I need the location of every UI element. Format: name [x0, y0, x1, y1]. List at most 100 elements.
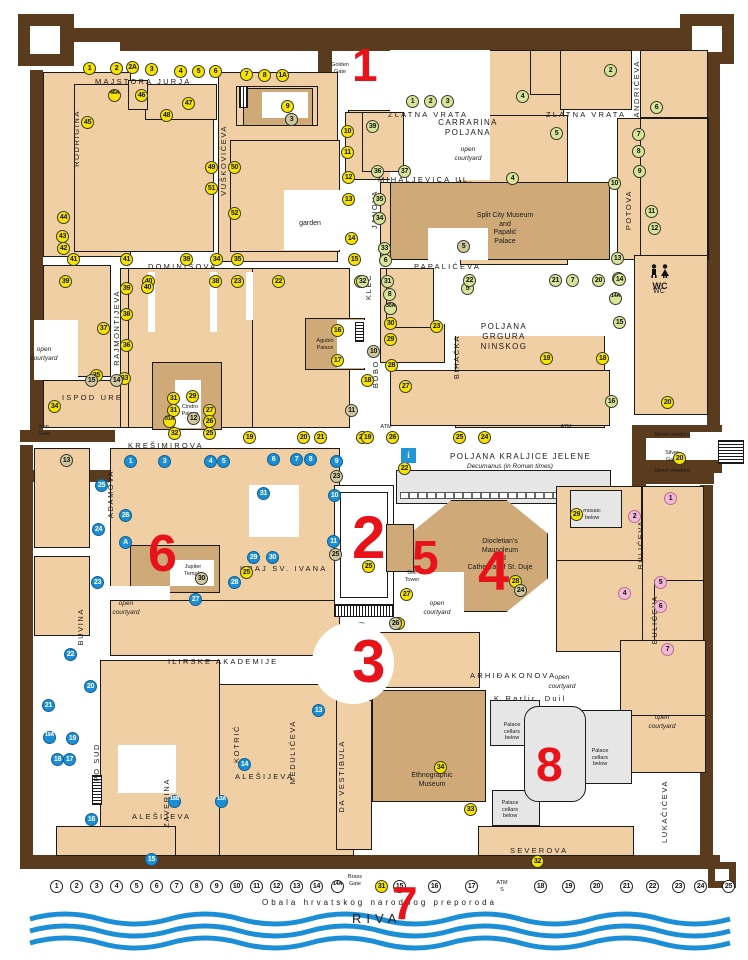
- poi-marker-blue[interactable]: 4: [204, 455, 217, 468]
- poi-marker-yellow[interactable]: 23: [430, 320, 443, 333]
- poi-marker-yellow[interactable]: 38: [120, 308, 133, 321]
- poi-marker-blue[interactable]: 10: [328, 489, 341, 502]
- poi-marker-yellow[interactable]: 44: [57, 211, 70, 224]
- poi-marker-green[interactable]: 13: [611, 252, 624, 265]
- poi-marker-yellow[interactable]: 22: [398, 462, 411, 475]
- poi-marker-green[interactable]: 32: [356, 275, 369, 288]
- poi-marker-blue[interactable]: 14: [238, 758, 251, 771]
- riva-marker[interactable]: 19: [562, 880, 575, 893]
- poi-marker-khaki[interactable]: 15: [85, 374, 98, 387]
- poi-marker-khaki[interactable]: 11: [345, 404, 358, 417]
- poi-marker-blue[interactable]: 19: [66, 732, 79, 745]
- poi-marker-khaki[interactable]: 12: [187, 412, 200, 425]
- poi-marker-yellow[interactable]: 25: [203, 427, 216, 440]
- poi-marker-yellow[interactable]: 5: [192, 65, 205, 78]
- poi-marker-pink[interactable]: 2: [628, 510, 641, 523]
- poi-marker-green[interactable]: 6: [650, 101, 663, 114]
- poi-marker-yellow[interactable]: 49: [205, 161, 218, 174]
- poi-marker-yellow[interactable]: 25: [240, 566, 253, 579]
- poi-marker-green[interactable]: 7: [632, 128, 645, 141]
- poi-marker-blue[interactable]: 30: [266, 551, 279, 564]
- poi-marker-yellow[interactable]: 38: [209, 275, 222, 288]
- poi-marker-blue[interactable]: 3: [158, 455, 171, 468]
- poi-marker-yellow[interactable]: 34: [210, 253, 223, 266]
- poi-marker-yellow[interactable]: 17: [331, 354, 344, 367]
- poi-marker-blue[interactable]: 27: [189, 593, 202, 606]
- poi-marker-blue[interactable]: 16: [85, 813, 98, 826]
- poi-marker-blue[interactable]: 13A: [215, 795, 228, 808]
- riva-marker[interactable]: 13: [290, 880, 303, 893]
- poi-marker-blue[interactable]: 6: [267, 453, 280, 466]
- poi-marker-khaki[interactable]: 10: [367, 345, 380, 358]
- poi-marker-green[interactable]: 21: [549, 274, 562, 287]
- poi-marker-yellow[interactable]: 15: [348, 253, 361, 266]
- poi-marker-yellow[interactable]: 39: [180, 253, 193, 266]
- poi-marker-green[interactable]: 30A: [384, 302, 397, 315]
- poi-marker-pink[interactable]: 6: [654, 600, 667, 613]
- poi-marker-yellow[interactable]: 23: [231, 275, 244, 288]
- poi-marker-yellow[interactable]: 24: [478, 431, 491, 444]
- poi-marker-blue[interactable]: 20: [84, 680, 97, 693]
- poi-marker-yellow[interactable]: 20: [661, 396, 674, 409]
- poi-marker-green[interactable]: 36: [371, 165, 384, 178]
- riva-marker[interactable]: 18: [534, 880, 547, 893]
- poi-marker-green[interactable]: 4: [506, 172, 519, 185]
- poi-marker-blue[interactable]: 15: [145, 853, 158, 866]
- riva-marker[interactable]: 22: [646, 880, 659, 893]
- poi-marker-yellow[interactable]: 30: [384, 317, 397, 330]
- poi-marker-yellow[interactable]: 36: [120, 339, 133, 352]
- poi-marker-khaki[interactable]: 14: [110, 374, 123, 387]
- poi-marker-green[interactable]: 31: [381, 275, 394, 288]
- riva-marker[interactable]: 14: [310, 880, 323, 893]
- poi-marker-yellow[interactable]: 26: [203, 415, 216, 428]
- poi-marker-yellow[interactable]: 18: [596, 352, 609, 365]
- poi-marker-yellow[interactable]: 33: [464, 803, 477, 816]
- riva-marker[interactable]: 20: [590, 880, 603, 893]
- poi-marker-green[interactable]: 10: [608, 177, 621, 190]
- poi-marker-khaki[interactable]: 25: [329, 548, 342, 561]
- poi-marker-blue[interactable]: 19A: [43, 731, 56, 744]
- poi-marker-khaki[interactable]: 26: [389, 617, 402, 630]
- poi-marker-blue[interactable]: 8: [304, 453, 317, 466]
- poi-marker-blue[interactable]: 13: [312, 704, 325, 717]
- poi-marker-blue[interactable]: 22: [64, 648, 77, 661]
- poi-marker-yellow[interactable]: 46: [135, 89, 148, 102]
- poi-marker-yellow[interactable]: 25: [453, 431, 466, 444]
- poi-marker-khaki[interactable]: 5: [457, 240, 470, 253]
- riva-marker[interactable]: 2: [70, 880, 83, 893]
- poi-marker-yellow[interactable]: 19: [361, 431, 374, 444]
- poi-marker-yellow[interactable]: 20: [673, 452, 686, 465]
- poi-marker-yellow[interactable]: 42: [57, 242, 70, 255]
- poi-marker-yellow[interactable]: 31: [167, 392, 180, 405]
- poi-marker-yellow[interactable]: 34: [434, 761, 447, 774]
- poi-marker-yellow[interactable]: 41: [120, 253, 133, 266]
- poi-marker-green[interactable]: 16: [605, 395, 618, 408]
- poi-marker-green[interactable]: 8: [632, 145, 645, 158]
- poi-marker-yellow[interactable]: 25: [362, 560, 375, 573]
- poi-marker-yellow[interactable]: 3: [145, 63, 158, 76]
- poi-marker-yellow[interactable]: 27: [399, 380, 412, 393]
- poi-marker-khaki[interactable]: 24: [514, 584, 527, 597]
- poi-marker-yellow[interactable]: 47: [182, 97, 195, 110]
- poi-marker-blue[interactable]: 24: [92, 523, 105, 536]
- poi-marker-yellow[interactable]: 8: [258, 69, 271, 82]
- poi-marker-yellow[interactable]: 32: [531, 855, 544, 868]
- poi-marker-yellow[interactable]: 20: [297, 431, 310, 444]
- poi-marker-yellow[interactable]: 6: [209, 65, 222, 78]
- poi-marker-yellow[interactable]: 22: [272, 275, 285, 288]
- poi-marker-yellow[interactable]: 51: [205, 182, 218, 195]
- poi-marker-yellow[interactable]: 9: [281, 100, 294, 113]
- poi-marker-blue[interactable]: 28: [228, 576, 241, 589]
- riva-marker[interactable]: 21: [620, 880, 633, 893]
- poi-marker-blue[interactable]: 31: [257, 487, 270, 500]
- poi-marker-yellow[interactable]: 12: [342, 171, 355, 184]
- poi-marker-green[interactable]: 12: [648, 222, 661, 235]
- poi-marker-green[interactable]: 39: [366, 120, 379, 133]
- poi-marker-blue[interactable]: 17: [63, 753, 76, 766]
- poi-marker-yellow[interactable]: 29: [570, 508, 583, 521]
- riva-marker[interactable]: 5: [130, 880, 143, 893]
- poi-marker-blue[interactable]: 9: [330, 455, 343, 468]
- poi-marker-green[interactable]: 5: [550, 127, 563, 140]
- riva-marker[interactable]: 24: [694, 880, 707, 893]
- riva-marker[interactable]: 12: [270, 880, 283, 893]
